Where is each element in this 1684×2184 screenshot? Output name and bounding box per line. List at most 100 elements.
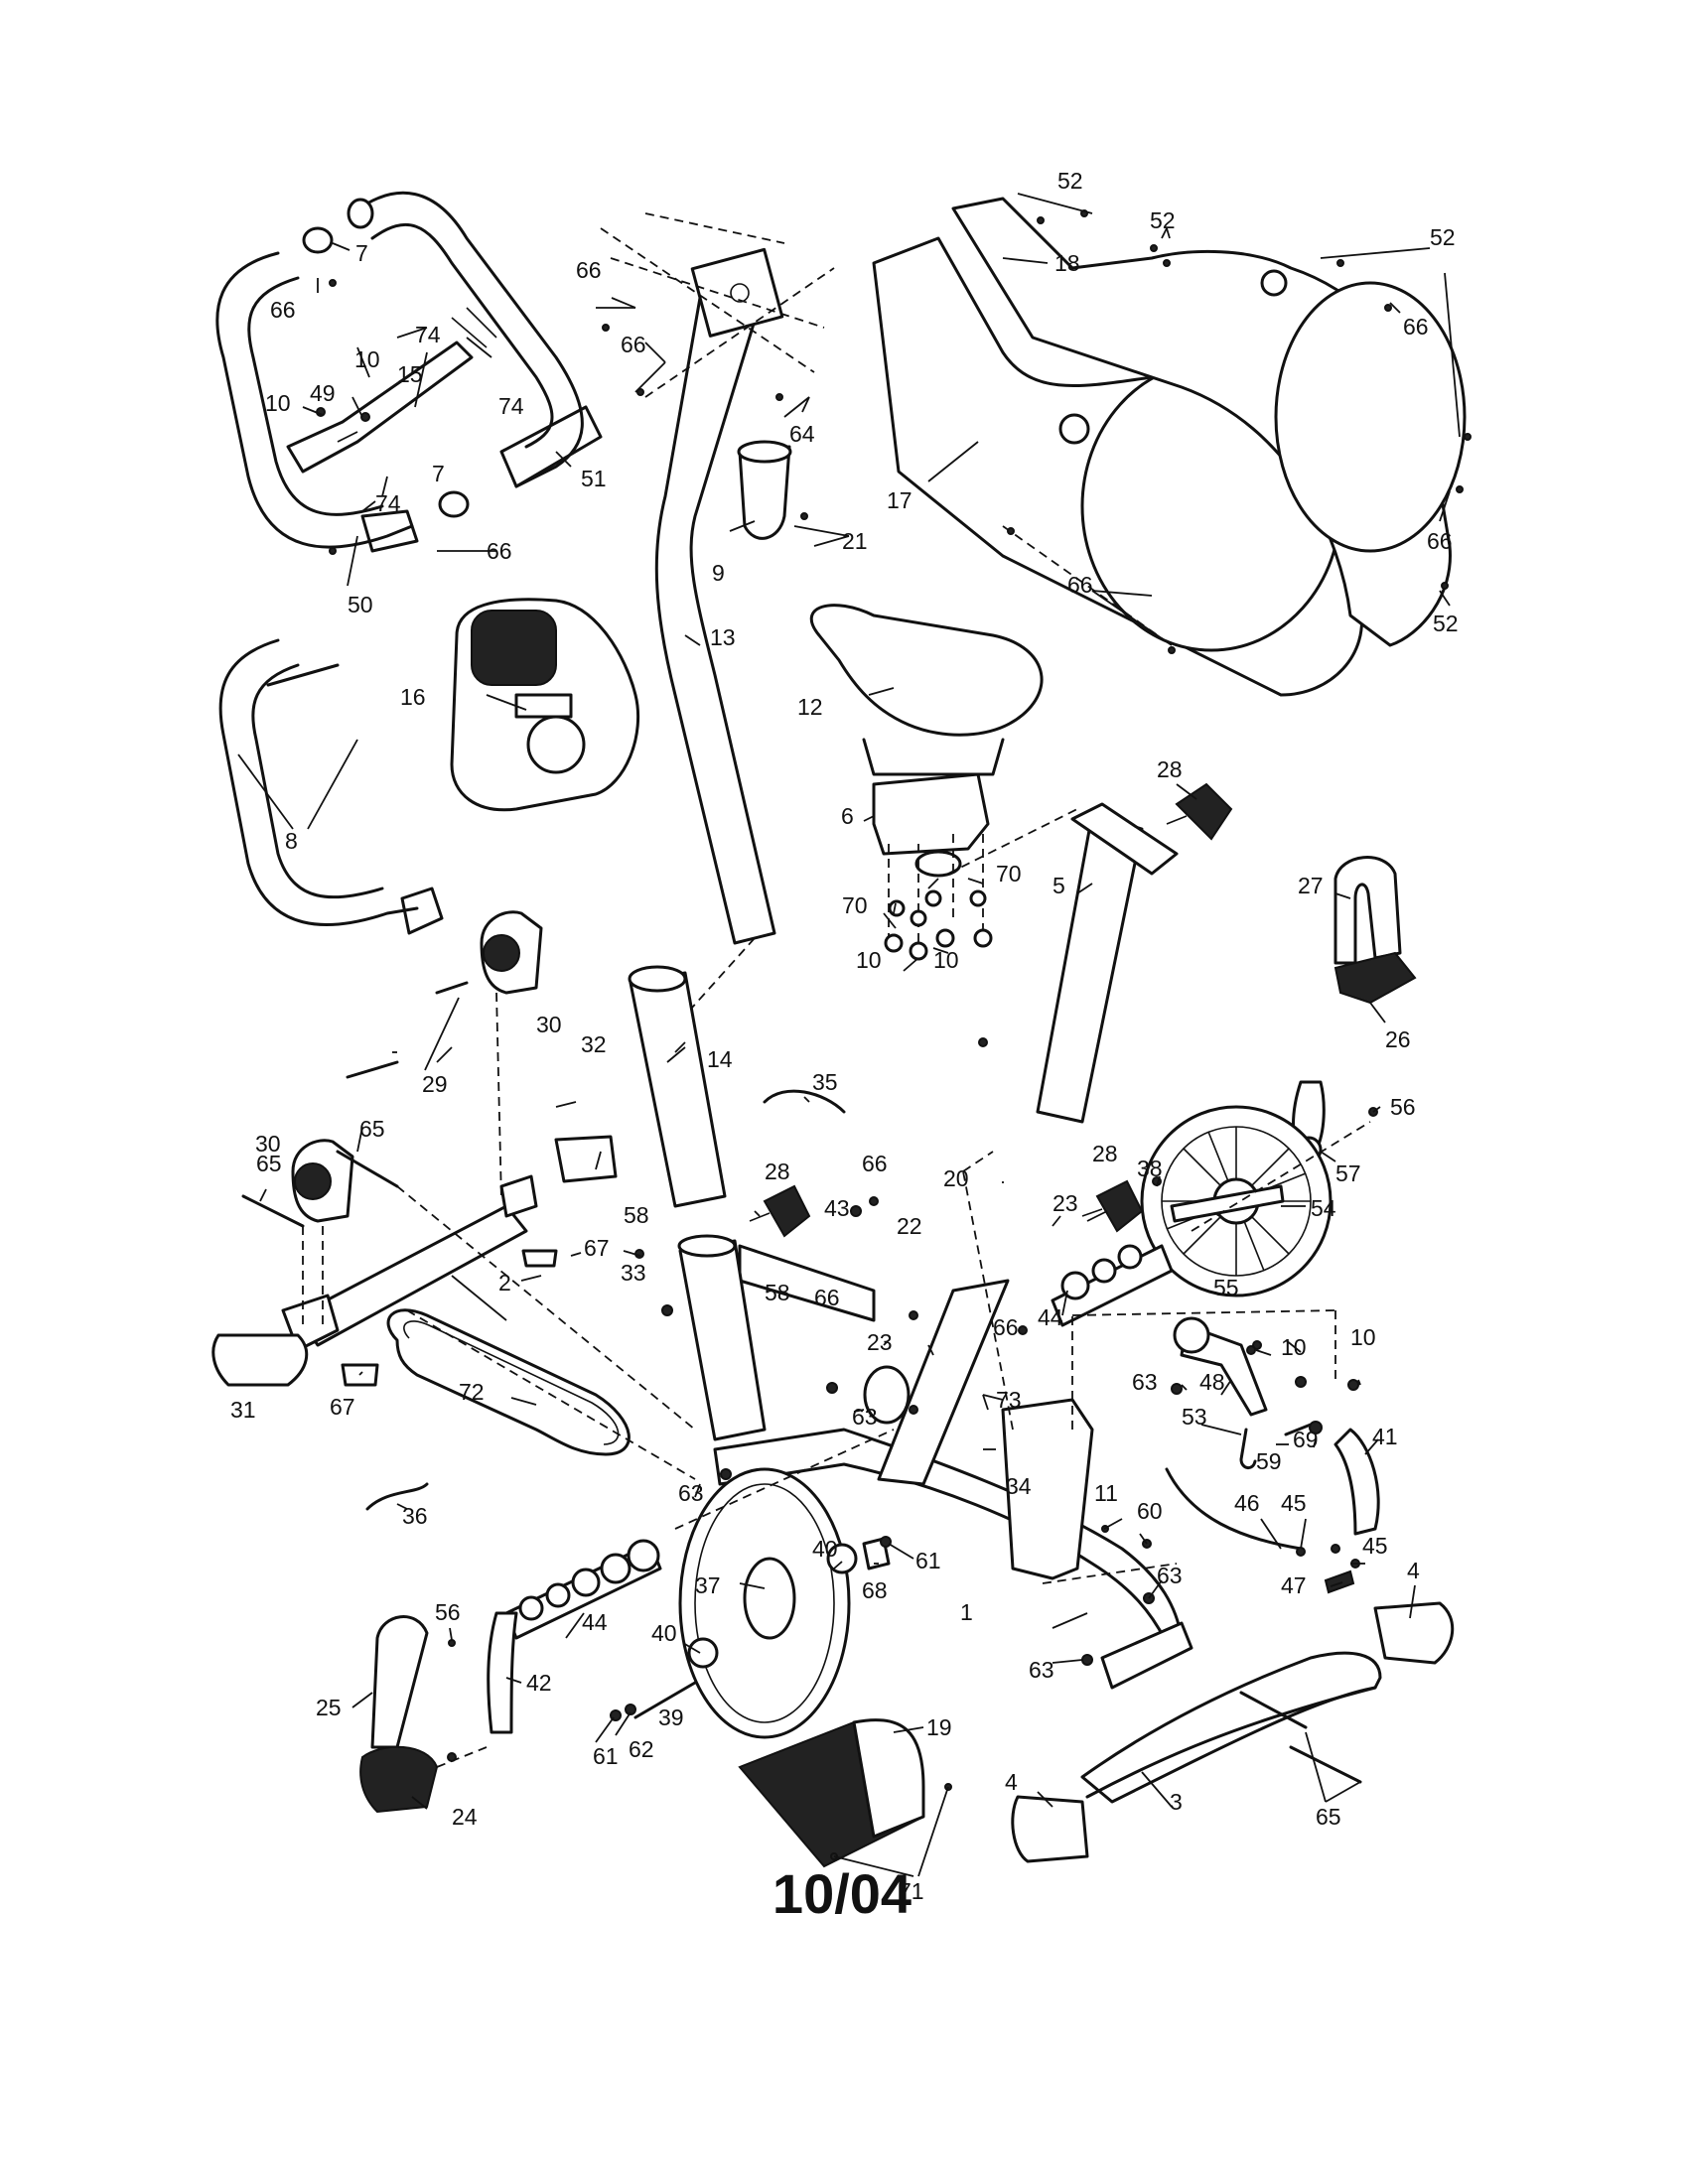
pulley-axle <box>1170 1184 1285 1223</box>
spring <box>1324 1570 1355 1594</box>
callout-48: 48 <box>1199 1369 1225 1395</box>
left-pedal-strap <box>370 1615 429 1749</box>
callout-25: 25 <box>316 1695 342 1720</box>
callout-65: 65 <box>256 1151 282 1176</box>
callout-31: 31 <box>230 1397 256 1423</box>
callout-70: 70 <box>842 892 868 918</box>
callout-39: 39 <box>658 1705 684 1730</box>
tension-cable <box>1165 1467 1303 1551</box>
callout-13: 13 <box>710 624 736 650</box>
callout-29: 29 <box>422 1071 448 1097</box>
callout-2: 2 <box>498 1270 511 1296</box>
callout-21: 21 <box>842 528 868 554</box>
bracket-bolt <box>466 307 497 339</box>
stabilizer-end-cap <box>1011 1795 1089 1863</box>
seat-tube-brace <box>738 1244 876 1322</box>
upright-guide <box>644 267 835 398</box>
callout-52: 52 <box>1433 611 1459 636</box>
callout-10: 10 <box>265 390 291 416</box>
leader-lines <box>237 193 1461 1877</box>
pulse-grip-end <box>400 887 444 935</box>
callout-55: 55 <box>1213 1275 1239 1300</box>
upright-guide <box>644 212 785 244</box>
knob <box>1166 782 1233 841</box>
callout-70: 70 <box>996 861 1022 887</box>
washer <box>924 889 942 907</box>
nut <box>973 928 993 948</box>
callout-66: 66 <box>487 538 512 564</box>
nut <box>909 941 928 961</box>
callout-66: 66 <box>270 297 296 323</box>
callout-66: 66 <box>814 1285 840 1310</box>
seat-tube <box>877 1279 1010 1486</box>
callout-20: 20 <box>943 1165 969 1191</box>
callout-45: 45 <box>1362 1533 1388 1559</box>
drive-belt-inner <box>403 1320 620 1445</box>
stabilizer-end-cap <box>1373 1601 1455 1665</box>
tension-bolt <box>1284 1423 1313 1436</box>
callout-51: 51 <box>581 466 607 491</box>
pulse-grip-end <box>266 663 340 687</box>
callout-45: 45 <box>1281 1490 1307 1516</box>
front-end-cap <box>211 1333 309 1387</box>
bearing-set-left <box>504 1539 662 1640</box>
callout-74: 74 <box>375 490 401 516</box>
callout-7: 7 <box>432 461 445 486</box>
upright-plate-hole <box>730 283 750 303</box>
callout-10: 10 <box>856 947 882 973</box>
callout-6: 6 <box>841 803 854 829</box>
callout-26: 26 <box>1385 1026 1411 1052</box>
callout-23: 23 <box>867 1329 893 1355</box>
callout-72: 72 <box>459 1379 485 1405</box>
seat-post-clamp <box>1070 802 1179 876</box>
callout-40: 40 <box>651 1620 677 1646</box>
callout-69: 69 <box>1293 1427 1319 1452</box>
callout-50: 50 <box>348 592 373 617</box>
callout-24: 24 <box>452 1804 478 1830</box>
seat-post-tube <box>629 971 727 1208</box>
callout-23: 23 <box>1052 1190 1078 1216</box>
callout-1: 1 <box>960 1599 973 1625</box>
callout-44: 44 <box>582 1609 608 1635</box>
callout-17: 17 <box>887 487 912 513</box>
callout-10: 10 <box>1350 1324 1376 1350</box>
callout-28: 28 <box>765 1159 790 1184</box>
wheel-axle <box>346 1060 399 1079</box>
callout-10: 10 <box>1281 1334 1307 1360</box>
bearing-set-right <box>1051 1244 1174 1327</box>
wheel <box>480 910 543 995</box>
callout-3: 3 <box>1170 1789 1183 1815</box>
left-crank-arm <box>487 1611 518 1734</box>
pedal <box>1333 951 1417 1005</box>
callout-56: 56 <box>1390 1094 1416 1120</box>
left-pedal <box>359 1745 439 1814</box>
callout-57: 57 <box>1335 1160 1361 1186</box>
callout-63: 63 <box>1029 1657 1054 1683</box>
wire-harness <box>763 1089 846 1114</box>
callout-19: 19 <box>926 1714 952 1740</box>
callout-22: 22 <box>897 1213 922 1239</box>
callout-30: 30 <box>255 1131 281 1157</box>
callout-7: 7 <box>355 240 368 266</box>
callout-16: 16 <box>400 684 426 710</box>
callout-62: 62 <box>629 1736 654 1762</box>
callout-32: 32 <box>581 1031 607 1057</box>
end-cap <box>438 490 470 518</box>
right-shroud-cover <box>1274 281 1467 553</box>
wheel <box>291 1139 354 1223</box>
nut <box>884 933 904 953</box>
callout-58: 58 <box>765 1280 790 1305</box>
bolt <box>1239 1691 1308 1729</box>
tension-pulley <box>1173 1316 1210 1354</box>
frame-tube-end <box>863 1365 911 1425</box>
callout-63: 63 <box>852 1404 878 1430</box>
seat-post-tube-top <box>628 965 687 993</box>
callout-11: 11 <box>1094 1480 1118 1506</box>
callout-labels: 7 66 74 10 49 15 74 10 74 7 51 66 50 16 … <box>230 168 1459 1904</box>
flywheel-rim <box>694 1483 835 1723</box>
rear-stabilizer <box>1080 1651 1382 1804</box>
callout-71: 71 <box>899 1878 924 1904</box>
callout-61: 61 <box>915 1548 941 1573</box>
upper-handlebar-end <box>347 198 374 229</box>
